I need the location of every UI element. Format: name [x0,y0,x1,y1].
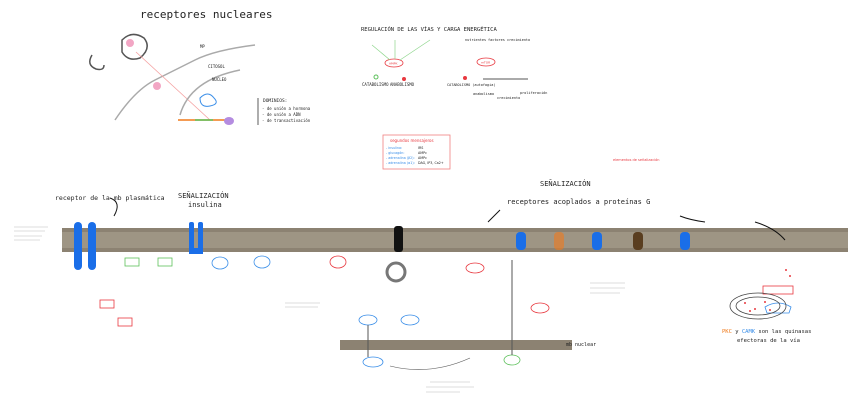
cytosol-label: CITOSOL [208,64,225,69]
gpcr-section: SEÑALIZACIÓN [540,179,591,188]
arrow [109,197,118,217]
rtk-receptor [74,222,96,270]
domains-title: DOMINIOS: [263,98,287,104]
domain-item: - de unión a ADN [262,112,301,117]
elements-title: elementos de señalización [613,158,660,162]
cell-shape-2 [89,54,105,71]
nutrients-label: nutrientes [465,38,486,42]
mp-label: MP [200,44,205,49]
gpcr-receptor [680,232,690,250]
gpcr-receptor [554,232,564,250]
insulin-receptor [189,222,203,254]
catabolism-label: CATABOLISMO [362,82,389,87]
mtor-out: crecimiento [497,96,520,100]
gpcr-title: receptores acoplados a proteínas G [507,198,650,206]
calmodulin-box [762,285,794,295]
annotation-notes [14,222,44,242]
plasma-receptor-title: receptor de la mb plasmática [55,194,165,202]
rna-pol [224,117,234,125]
sm-label: - insulina: [386,146,402,150]
sm-label: - adrenalina (α1): [386,161,415,165]
ion-channel [394,226,403,252]
nuclear-receptors-title: receptores nucleares [140,8,272,21]
hormone-path [135,51,211,121]
gpcr-receptor [633,232,643,250]
energy-title: REGULACIÓN DE LAS VÍAS Y CARGA ENERGÉTIC… [361,25,497,33]
mtor-node [476,57,496,67]
domain-item: - de unión a hormona [262,106,311,111]
second-messengers-title: segundos mensajeros [390,138,434,143]
inhibit-icon [402,77,406,81]
mtor-out: CATABOLISMO (autofagia) [447,83,495,87]
gpcr-receptor [516,232,526,250]
cell-shape [121,33,148,60]
insulin-section: SEÑALIZACIÓN [178,191,229,200]
growth-factors-label: factores crecimiento [488,38,530,42]
hormone-cytosol [153,82,161,90]
sm-label: - adrenalina (β2): [386,156,415,160]
effectors-note-line1: PKC y CAMK son las quinasas [722,329,811,335]
effectors-note-line2: efectoras de la vía [737,337,800,344]
nucleus-label: NÚCLEO [212,77,227,82]
sm-value: DAG, IP3, Ca2+ [418,161,444,165]
mtor-label: mTOR [481,61,490,65]
ampk-node [384,58,404,68]
activate-icon [373,74,379,80]
vesicle [385,261,407,283]
domain-item: - de transactivación [262,118,311,123]
insulin-title: insulina [188,201,222,209]
sm-label: - glucagón: [386,151,404,155]
nuclear-membrane-label: mb nuclear [566,342,596,348]
plasma-membrane-line [114,44,256,121]
ampk-label: AMPK [389,62,398,66]
sm-value: AMPc [418,156,427,160]
second-messengers-box [382,134,451,170]
gpcr-receptor [592,232,602,250]
mtor-out: proliferación [520,91,547,95]
nuclear-envelope [179,69,241,116]
sm-value: IRS [418,146,423,150]
nuclear-membrane [340,340,572,350]
sm-value: AMPc [418,151,427,155]
hormone [126,39,134,47]
anabolism-label: ANABOLISMO [390,82,415,87]
mtor-out: anabolismo [473,92,494,96]
nuclear-receptor [199,93,217,107]
irs-node [211,256,229,270]
